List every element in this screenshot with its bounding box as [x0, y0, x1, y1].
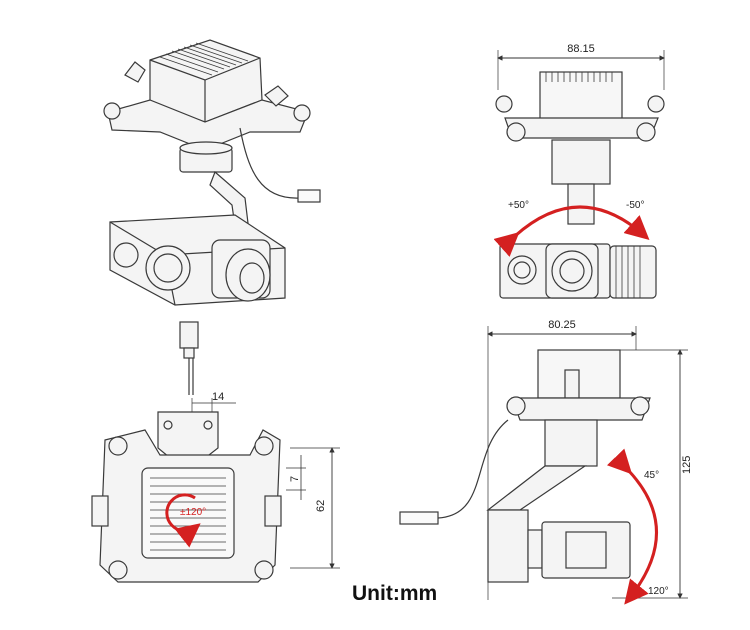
dim-top-width: 88.15: [567, 43, 595, 55]
angle-yaw-right: -50°: [626, 200, 644, 211]
dim-connector-offset: 14: [212, 391, 224, 403]
dim-mount-gap: 7: [289, 476, 301, 482]
unit-label: Unit:mm: [352, 582, 438, 605]
dim-mount-height: 62: [315, 500, 327, 512]
dim-bottom-width: 80.25: [548, 319, 576, 331]
angle-yaw-left: +50°: [508, 200, 529, 211]
iso-view: [103, 39, 321, 306]
side-view: [399, 326, 688, 605]
bottom-view: [91, 321, 340, 583]
dim-height: 125: [681, 456, 693, 474]
angle-pitch-down: 120°: [648, 586, 669, 597]
front-view: [493, 50, 665, 299]
angle-rotation: ±120°: [180, 507, 206, 518]
angle-pitch-up: 45°: [644, 470, 659, 481]
